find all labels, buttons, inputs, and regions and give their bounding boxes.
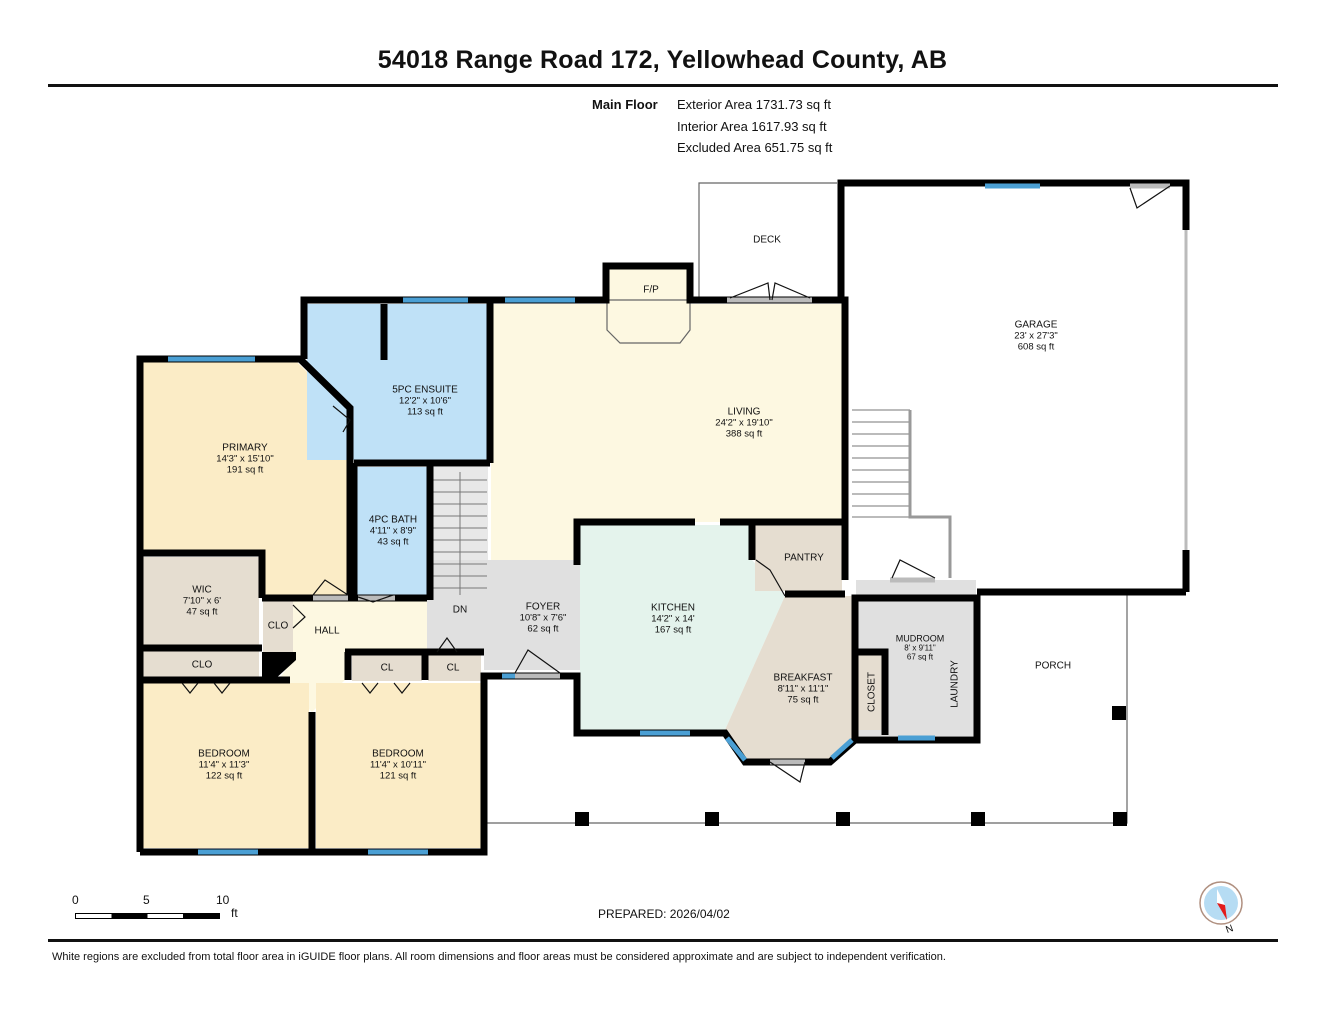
compass-icon — [1199, 881, 1243, 925]
room-name: WIC — [192, 584, 212, 596]
room-name: MUDROOM — [895, 633, 945, 644]
label-cl-2: CL — [446, 662, 460, 674]
room-primary: PRIMARY 14'3" x 15'10" 191 sq ft — [216, 443, 273, 476]
room-name: KITCHEN — [651, 602, 695, 614]
room-mudroom: MUDROOM 8' x 9'11" 67 sq ft — [895, 633, 945, 662]
room-area: 388 sq ft — [725, 428, 763, 440]
room-bedroom-2: BEDROOM 11'4" x 10'11" 121 sq ft — [370, 749, 426, 782]
room-bedroom-1: BEDROOM 11'4" x 11'3" 122 sq ft — [198, 749, 250, 782]
walls — [136, 179, 1190, 856]
room-area: 167 sq ft — [654, 624, 692, 636]
room-dims: 11'4" x 10'11" — [370, 759, 426, 771]
label-porch: PORCH — [1034, 660, 1072, 672]
label-pantry: PANTRY — [784, 552, 824, 564]
label-clo-wic: CLO — [191, 659, 213, 671]
footer-divider — [48, 939, 1278, 942]
room-area: 62 sq ft — [527, 623, 559, 635]
room-breakfast: BREAKFAST 8'11" x 11'1" 75 sq ft — [774, 673, 833, 706]
compass: N — [1198, 880, 1246, 943]
stairs — [433, 409, 910, 595]
room-kitchen: KITCHEN 14'2" x 14' 167 sq ft — [651, 603, 695, 636]
room-dims: 12'2" x 10'6" — [398, 395, 452, 407]
room-dims: 8' x 9'11" — [904, 643, 936, 653]
exterior-area: Exterior Area 1731.73 sq ft — [677, 97, 831, 112]
header-divider — [48, 84, 1278, 87]
room-area: 43 sq ft — [377, 536, 409, 548]
room-dims: 4'11" x 8'9" — [369, 525, 417, 537]
excluded-area: Excluded Area 651.75 sq ft — [677, 140, 833, 155]
room-dims: 24'2" x 19'10" — [715, 417, 773, 429]
room-dims: 14'3" x 15'10" — [216, 453, 274, 465]
room-dims: 8'11" x 11'1" — [777, 683, 829, 695]
label-closet: CLOSET — [866, 671, 878, 713]
hall-corner-blocks — [262, 652, 1127, 826]
room-garage: GARAGE 23' x 27'3" 608 sq ft — [1014, 320, 1057, 353]
room-dims: 10'8" x 7'6" — [519, 612, 567, 624]
scale-unit: ft — [231, 906, 238, 920]
room-area: 113 sq ft — [407, 406, 443, 418]
disclaimer-text: White regions are excluded from total fl… — [52, 951, 946, 963]
scale-tick-10: 10 — [216, 893, 230, 907]
label-stairs-down: DN — [452, 604, 468, 616]
room-area: 122 sq ft — [205, 770, 243, 782]
scale-tick-0: 0 — [72, 893, 79, 907]
room-name: PRIMARY — [222, 442, 268, 454]
room-area: 608 sq ft — [1017, 341, 1055, 353]
room-4pc-bath: 4PC BATH 4'11" x 8'9" 43 sq ft — [369, 515, 417, 548]
room-name: FOYER — [525, 601, 561, 613]
label-cl-1: CL — [380, 662, 394, 674]
door-sills — [313, 183, 1170, 765]
label-hall: HALL — [314, 625, 340, 637]
windows — [168, 183, 1040, 855]
interior-area: Interior Area 1617.93 sq ft — [677, 118, 827, 134]
room-dims: 23' x 27'3" — [1014, 330, 1058, 342]
room-wic: WIC 7'10" x 6' 47 sq ft — [183, 585, 221, 618]
room-living: LIVING 24'2" x 19'10" 388 sq ft — [715, 407, 772, 440]
room-area: 75 sq ft — [787, 694, 819, 706]
room-name: BREAKFAST — [773, 672, 833, 684]
room-dims: 11'4" x 11'3" — [198, 759, 250, 771]
room-dims: 7'10" x 6' — [182, 595, 222, 607]
label-laundry: LAUNDRY — [949, 660, 961, 708]
label-deck: DECK — [753, 234, 781, 246]
room-name: LIVING — [727, 406, 761, 418]
label-clo-hall: CLO — [267, 620, 289, 632]
floor-label: Main Floor — [592, 97, 658, 112]
room-area: 67 sq ft — [906, 652, 934, 662]
prepared-date: PREPARED: 2026/04/02 — [598, 907, 730, 921]
room-foyer: FOYER 10'8" x 7'6" 62 sq ft — [520, 602, 567, 635]
room-ensuite: 5PC ENSUITE 12'2" x 10'6" 113 sq ft — [392, 385, 458, 418]
page-title: 54018 Range Road 172, Yellowhead County,… — [377, 46, 948, 74]
scale-tick-5: 5 — [143, 893, 150, 907]
room-fills — [143, 266, 976, 848]
room-name: BEDROOM — [372, 748, 424, 760]
room-dims: 14'2" x 14' — [651, 613, 695, 625]
room-name: 4PC BATH — [368, 514, 418, 526]
door-swings — [181, 185, 1171, 783]
room-area: 121 sq ft — [379, 770, 417, 782]
room-area: 47 sq ft — [186, 606, 218, 618]
room-name: 5PC ENSUITE — [392, 384, 458, 396]
room-area: 191 sq ft — [226, 464, 264, 476]
room-name: BEDROOM — [198, 748, 250, 760]
room-name: GARAGE — [1014, 319, 1058, 331]
scale-bar-graphic — [75, 913, 220, 919]
label-fireplace: F/P — [643, 284, 659, 296]
